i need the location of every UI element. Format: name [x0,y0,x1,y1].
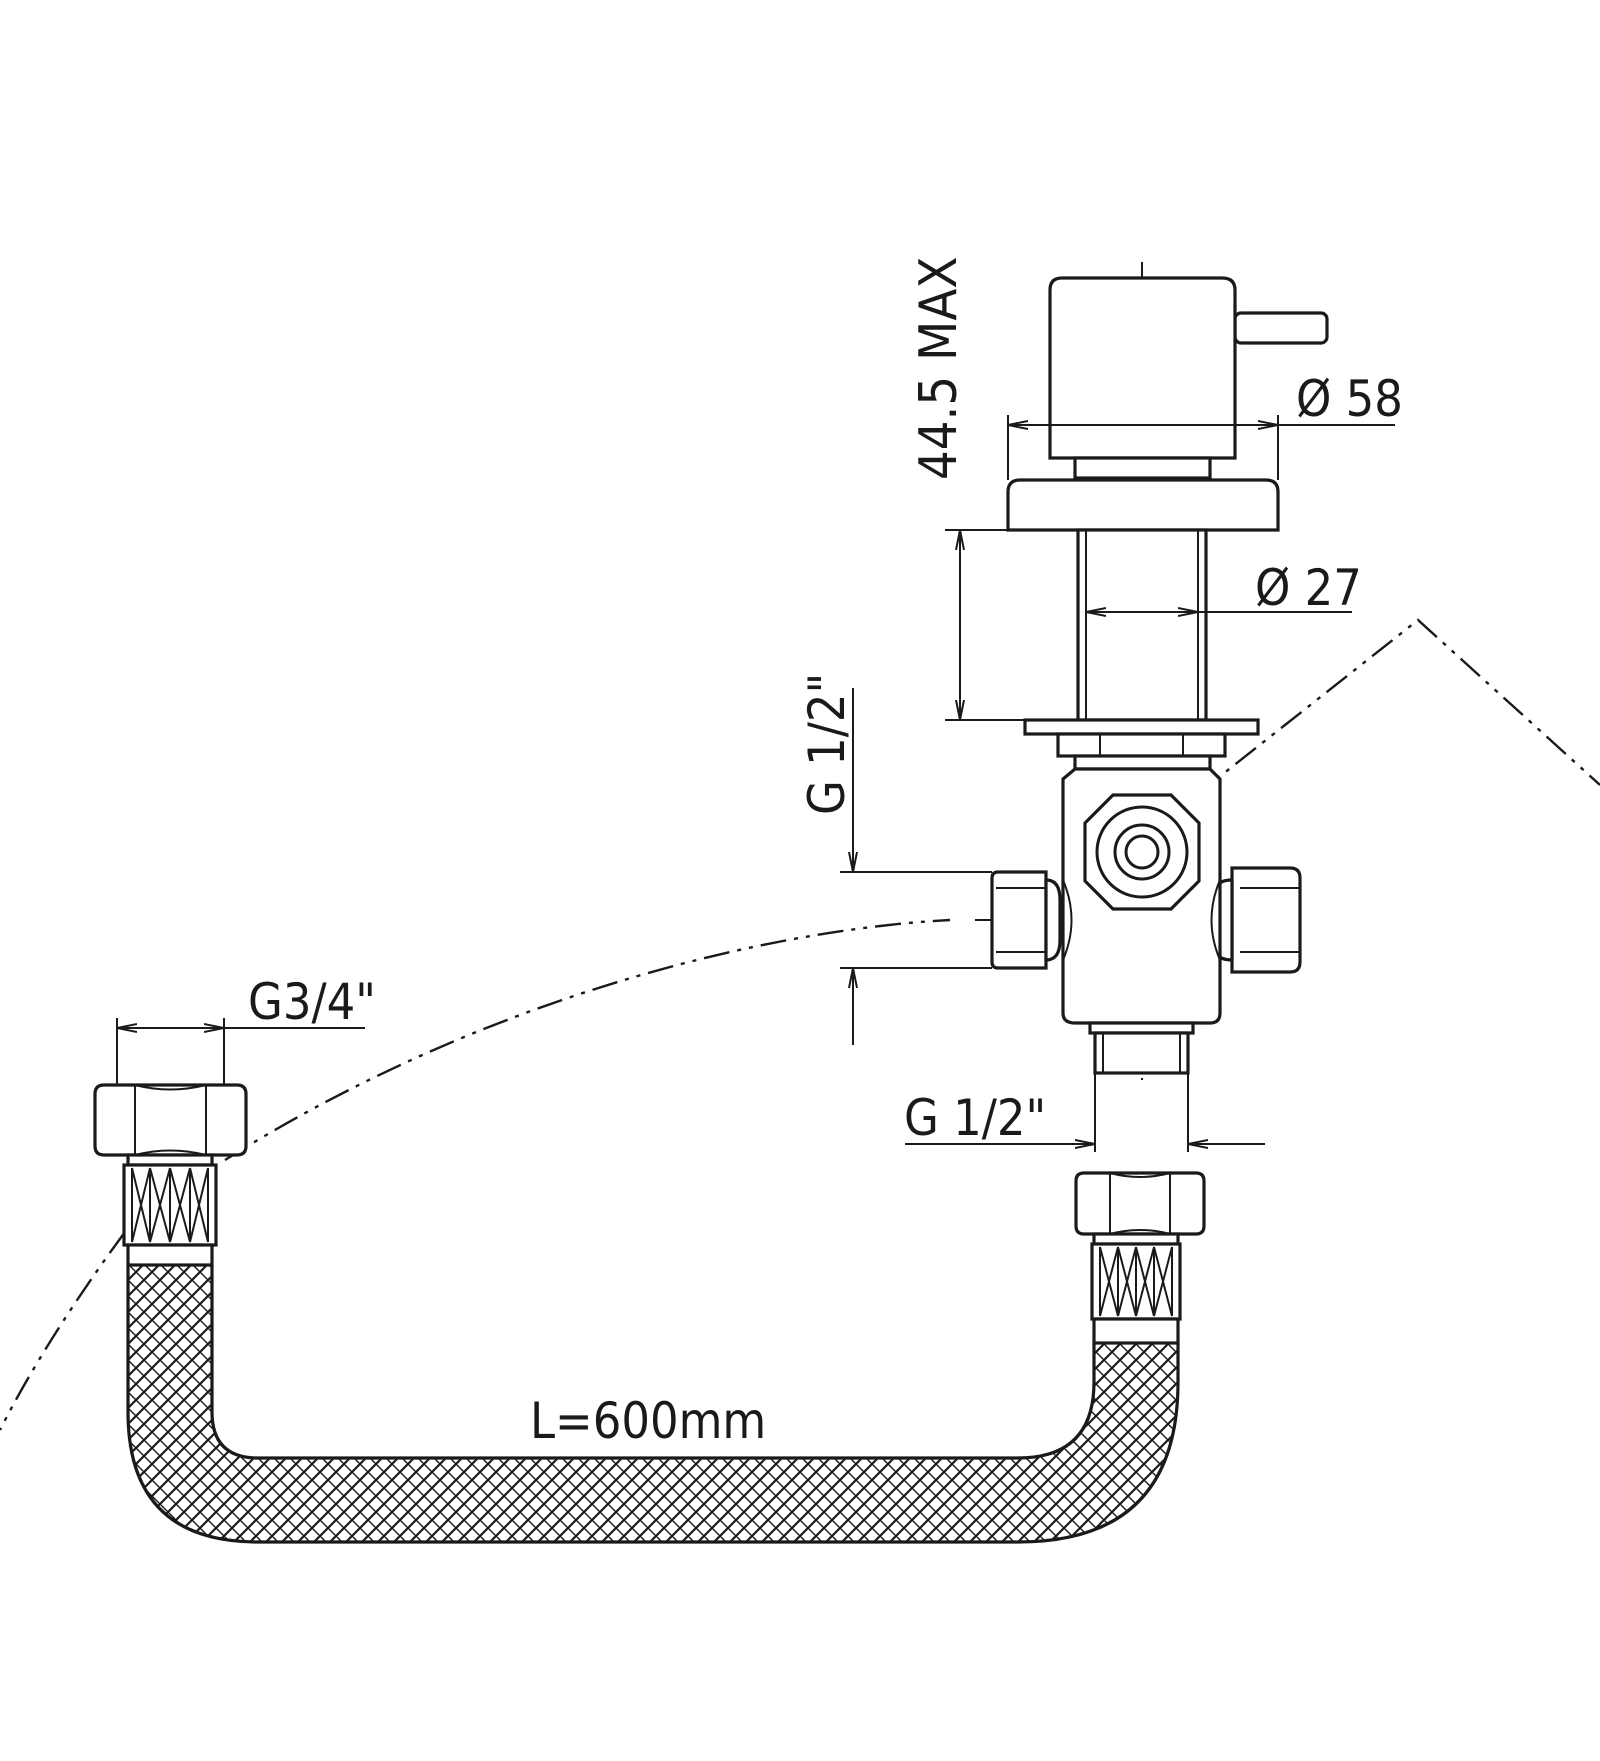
hose-swing-arc-lower [0,1231,126,1431]
handle-cap [1048,276,1237,460]
valve-assembly [990,276,1329,1075]
rosette-plate [1006,478,1280,532]
flange-nut [1056,732,1227,758]
mounting-flange [1023,718,1260,736]
hose-ferrule-right-base [1092,1317,1180,1345]
inlet-fitting-collar [1044,878,1062,962]
hose-swing-arc-upper [224,918,951,1162]
valve-body-waist-right [1210,879,1221,961]
hex-fitting-right [1230,866,1302,974]
phantom-lines [0,618,1600,1431]
handle-lever [1233,311,1329,345]
hose-outline-outer [126,1265,1180,1544]
dimension-labels: 44.5 MAX Ø 58 Ø 27 G 1/2" G 1/2" G3/4" L… [248,257,1403,1450]
hose-braid-fill [128,1265,1178,1542]
hose-nut-right [1074,1171,1206,1236]
inlet-fitting-left [990,870,1048,970]
detail-leader-line [1189,618,1600,801]
port-inner-circle [1124,834,1160,870]
height-max-label: 44.5 MAX [909,257,969,480]
port-middle-circle [1113,823,1171,881]
inlet-thread-label: G 1/2" [798,673,856,815]
stem-diameter-label: Ø 27 [1255,559,1362,617]
hose-thread-label: G3/4" [248,973,376,1031]
hose-length-label: L=600mm [530,1392,766,1450]
hose-outline-inner [210,1265,1096,1460]
stem-tube [1076,528,1208,722]
port-octagon [1083,793,1201,911]
flange-neck [1073,754,1212,771]
hose-ferrule-left-base [126,1243,214,1267]
hose-ferrule-right-crimp [1099,1246,1173,1317]
hose-ferrule-left-crimp [131,1167,209,1243]
port-outer-circle [1095,805,1189,899]
outlet-nipple [1093,1031,1190,1075]
flexible-hose [93,1083,1206,1544]
valve-body-waist-left [1062,879,1073,961]
handle-collar [1073,456,1212,480]
outlet-thread-label: G 1/2" [904,1089,1046,1147]
hose-nut-left [93,1083,248,1157]
dimension-lines [116,415,1395,1152]
rosette-diameter-label: Ø 58 [1296,370,1403,428]
